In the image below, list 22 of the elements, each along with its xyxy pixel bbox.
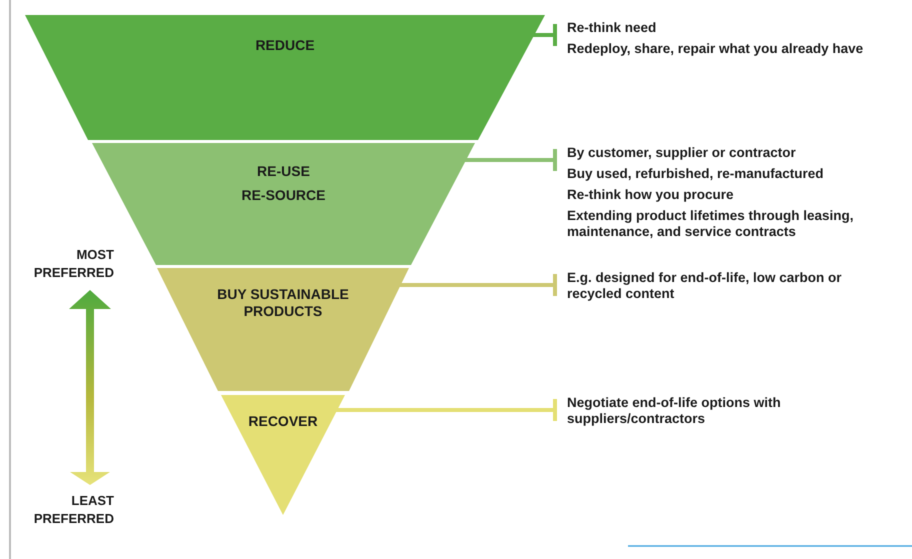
band-label: RE-USE — [257, 163, 310, 180]
band-label: REDUCE — [255, 37, 315, 54]
description-text: Redeploy, share, repair what you already have — [567, 41, 864, 57]
description-text: Negotiate end-of-life options with suppliers/contractors — [567, 395, 782, 427]
connector-line — [532, 22, 557, 48]
scale-label: LEAST PREFERRED — [32, 492, 114, 528]
description-text: Re-think need — [567, 20, 658, 36]
description-text: Extending product lifetimes through leasing, maintenance, and service contracts — [567, 208, 855, 240]
connector-line — [398, 272, 557, 298]
connector-line — [335, 397, 557, 423]
band-label: RE-SOURCE — [241, 187, 326, 204]
description-text: E.g. designed for end-of-life, low carbon or recycled content — [567, 270, 843, 302]
connector-line — [464, 147, 557, 173]
scale-label: MOST PREFERRED — [32, 246, 114, 282]
pyramid-band — [157, 268, 409, 391]
description-text: Re-think how you procure — [567, 187, 735, 203]
pyramid-band — [221, 395, 345, 515]
description-text: By customer, supplier or contractor — [567, 145, 797, 161]
band-label: BUY SUSTAINABLE PRODUCTS — [216, 286, 350, 320]
pyramid-band — [25, 15, 545, 140]
band-label: RECOVER — [248, 413, 318, 430]
description-text: Buy used, refurbished, re-manufactured — [567, 166, 825, 182]
